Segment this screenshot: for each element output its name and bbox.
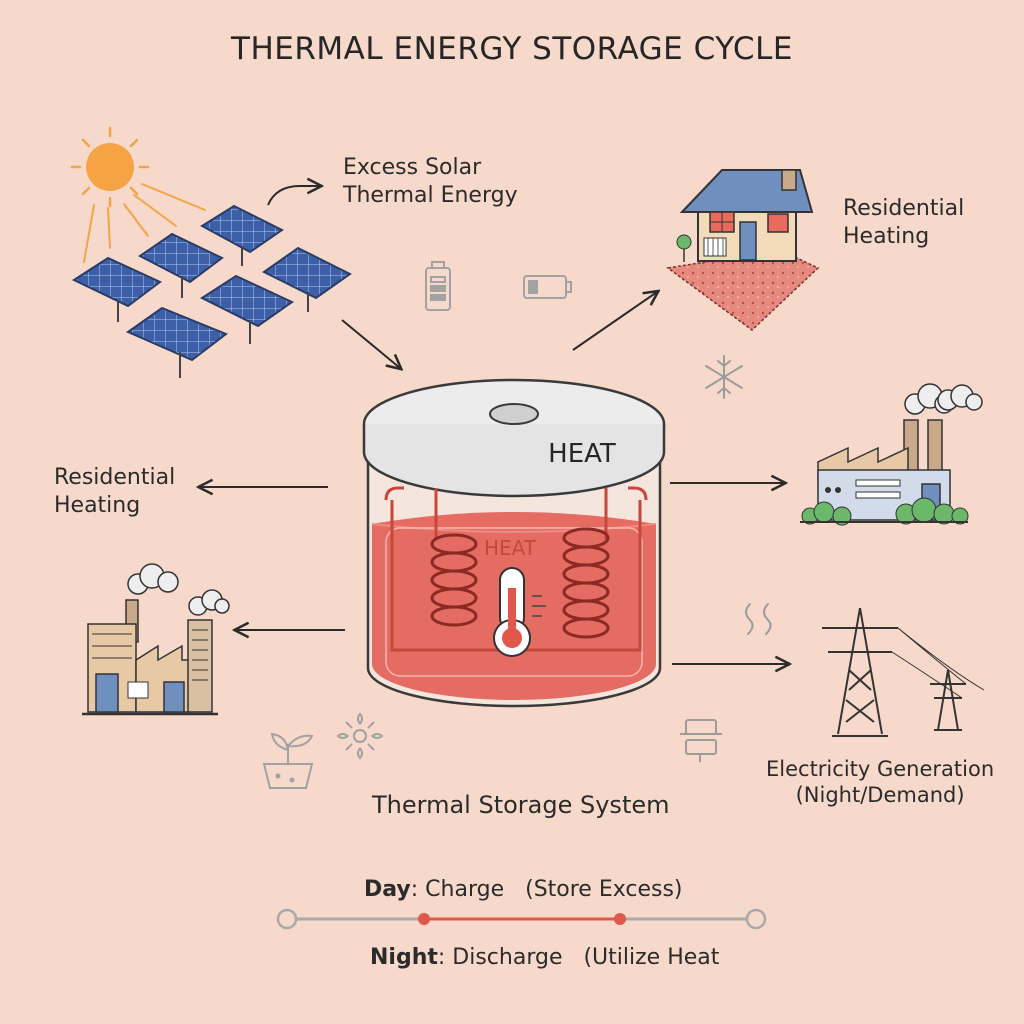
plant-icon [262,732,314,789]
residential-heating-left-line2: Heating [54,492,141,518]
day-night-timeline [276,908,767,930]
solar-label-line2: Thermal Energy [343,182,518,208]
factory-icon [82,563,230,716]
timeline-charge-start [418,913,430,925]
arrow-solar-to-tank [341,319,400,368]
electricity-generation-line1: Electricity Generation [766,757,995,781]
timeline-start-node [276,908,298,930]
solar-label-line1: Excess Solar [343,155,482,180]
flow-arrows [200,186,788,664]
solar-panel-icon [262,246,352,312]
page-title: THERMAL ENERGY STORAGE CYCLE [231,31,793,67]
day-text: : Charge (Store Excess) [410,877,683,902]
battery-icon [523,275,572,299]
arrow-tank-to-house [572,292,657,351]
heating-coil-left [430,533,478,627]
solar-label: Excess Solar Thermal Energy [343,154,518,209]
tank-liquid-label: HEAT [484,536,537,560]
residential-heating-top-line2: Heating [843,223,930,249]
timeline-charge-end [614,913,626,925]
electricity-generation-line2: (Night/Demand) [795,783,965,808]
solar-panel-icon [199,274,294,344]
residential-heating-left-line1: Residential [54,465,176,490]
arrow-solar-label [267,186,320,206]
solar-panel-icon [138,232,224,298]
day-key: Day [364,877,411,902]
battery-icon [425,261,451,311]
tank-lid-label: HEAT [548,439,616,469]
day-charge-label: Day: Charge (Store Excess) [364,876,683,904]
night-key: Night [370,945,438,970]
residential-heating-left-label: Residential Heating [54,464,175,519]
transformer-icon [680,719,722,762]
flower-icon [336,712,384,760]
solar-panel-icon [71,256,162,322]
solar-panel-array [71,204,352,378]
sun-icon [70,126,206,263]
thermometer-icon [493,567,546,657]
solar-panel-icon [125,306,228,378]
solar-panel-icon [200,204,284,266]
residential-heating-top-label: Residential Heating [843,195,964,250]
night-text: : Discharge (Utilize Heat [437,945,720,970]
night-discharge-label: Night: Discharge (Utilize Heat [370,944,719,972]
power-tower-icon [822,607,985,737]
snowflake-icon [705,355,743,399]
residential-heating-top-line1: Residential [843,196,965,221]
house-icon [666,169,820,331]
thermal-storage-tank: HEAT HEAT [362,378,666,708]
steam-icon [745,603,772,635]
factory-icon [800,383,983,526]
heating-coil-right [562,527,610,639]
electricity-generation-label: Electricity Generation (Night/Demand) [766,756,994,809]
storage-system-label: Thermal Storage System [372,791,670,819]
timeline-end-node [745,908,767,930]
